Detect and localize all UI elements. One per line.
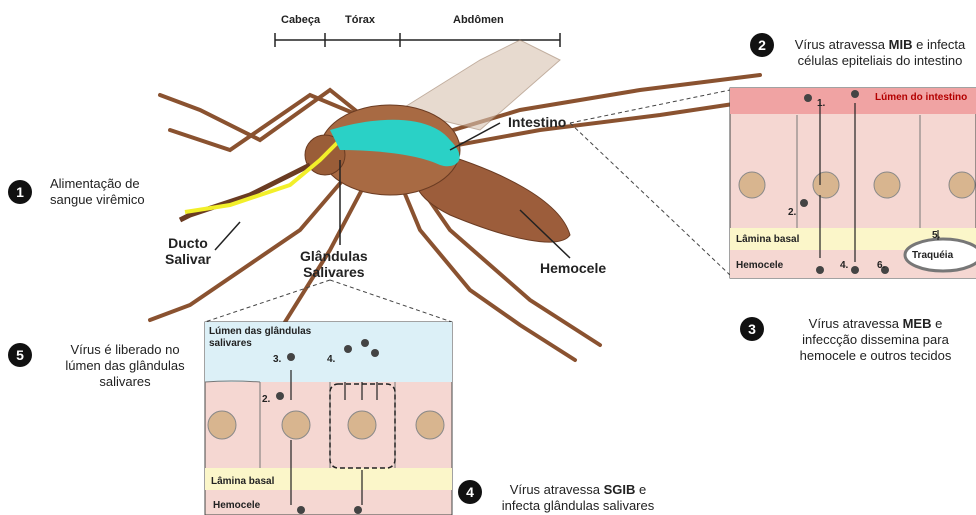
trachea-label: Traquéia [912, 248, 953, 264]
midgut-basal-label: Lâmina basal [736, 232, 799, 248]
step-1-badge: 1 [8, 180, 32, 204]
gland-mark-4: 4. [327, 352, 335, 368]
gland-lumen-label: Lúmen das glândulas salivares [209, 326, 311, 350]
step-4-badge: 4 [458, 480, 482, 504]
midgut-lumen-label: Lúmen do intestino [875, 90, 967, 106]
step-4-text: Vírus atravessa SGIB e infecta glândulas… [488, 482, 668, 514]
segment-thorax-label: Tórax [345, 14, 375, 26]
midgut-mark-6: 6. [877, 258, 885, 274]
midgut-mark-5: 5. [932, 228, 940, 244]
midgut-mark-4: 4. [840, 258, 848, 274]
intestine-label: Intestino [508, 114, 566, 130]
gland-mark-3: 3. [273, 352, 281, 368]
gland-mark-2: 2. [262, 392, 270, 408]
midgut-hemocoel-label: Hemocele [736, 258, 783, 274]
segment-head-label: Cabeça [281, 14, 320, 26]
step-5-badge: 5 [8, 343, 32, 367]
gland-hemocoel-label: Hemocele [213, 498, 260, 514]
salivary-duct-label: Ducto Salivar [165, 235, 211, 267]
hemocoel-label: Hemocele [540, 260, 606, 276]
step-1-text: Alimentação de sangue virêmico [50, 176, 145, 208]
step-5-text: Vírus é liberado no lúmen das glândulas … [50, 342, 200, 390]
step-2-badge: 2 [750, 33, 774, 57]
gland-basal-label: Lâmina basal [211, 474, 274, 490]
midgut-mark-2: 2. [788, 205, 796, 221]
step-3-text: Vírus atravessa MEB e infeccção dissemin… [778, 316, 973, 364]
step-2-text: Vírus atravessa MIB e infecta células ep… [785, 37, 975, 69]
step-3-badge: 3 [740, 317, 764, 341]
segment-abdomen-label: Abdômen [453, 14, 504, 26]
midgut-mark-1: 1. [817, 96, 825, 112]
salivary-glands-label: Glândulas Salivares [300, 248, 368, 280]
